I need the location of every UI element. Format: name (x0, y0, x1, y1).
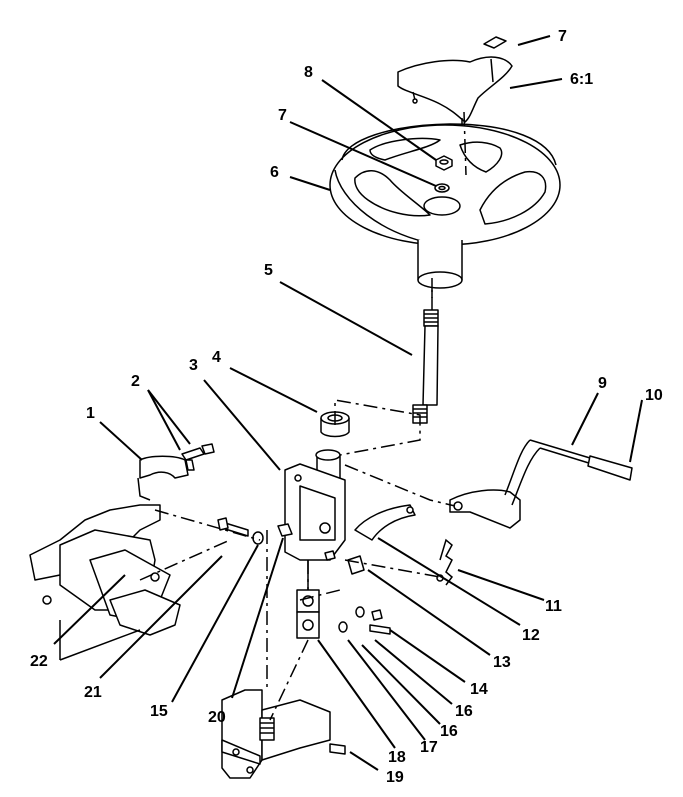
callout-7: 7 (278, 107, 287, 124)
callout-10: 9 (598, 375, 607, 392)
callout-8: 8 (304, 64, 313, 81)
callout-6-1: 6:1 (570, 71, 593, 88)
callout-15: 14 (470, 681, 488, 698)
part-washer-7 (434, 183, 450, 193)
callout-20: 19 (386, 769, 404, 786)
callout-22: 21 (84, 684, 102, 701)
part-hub-nut (435, 155, 453, 171)
part-right-hardware (324, 550, 391, 635)
part-column-support (284, 449, 346, 561)
part-lever-handle (449, 439, 633, 529)
assembly-centerlines (139, 111, 467, 721)
part-gear-mount-bracket (221, 689, 346, 779)
callout-18: 17 (420, 739, 438, 756)
callout-17: 16 (440, 723, 458, 740)
callout-14: 13 (493, 654, 511, 671)
part-universal-joint (296, 560, 320, 639)
callout-19: 18 (388, 749, 406, 766)
callout-4: 4 (212, 349, 221, 366)
part-steering-wheel (329, 123, 561, 289)
callout-16-right: 16 (455, 703, 473, 720)
callout-labels: 7 6:1 8 7 6 5 4 3 2 1 9 10 11 12 13 14 1… (30, 28, 663, 786)
callout-3: 3 (189, 357, 198, 374)
callout-11: 10 (645, 387, 663, 404)
part-left-hardware (217, 517, 293, 545)
part-steering-arm (354, 504, 416, 541)
callout-6: 6 (270, 164, 279, 181)
callout-2: 2 (131, 373, 140, 390)
part-bolts-2 (181, 443, 215, 471)
callout-12: 11 (545, 598, 562, 615)
part-steering-shaft (412, 290, 439, 424)
callout-5: 5 (264, 262, 273, 279)
leader-lines (53, 35, 643, 771)
callout-1: 1 (86, 405, 95, 422)
callout-9: 7 (558, 28, 567, 45)
callout-23: 22 (30, 653, 48, 670)
callout-21: 20 (208, 709, 226, 726)
callout-13: 12 (522, 627, 540, 644)
part-decal (483, 36, 507, 49)
part-wheel-cap (397, 56, 513, 130)
part-frame-brackets (29, 455, 189, 661)
callout-16-left: 15 (150, 703, 168, 720)
